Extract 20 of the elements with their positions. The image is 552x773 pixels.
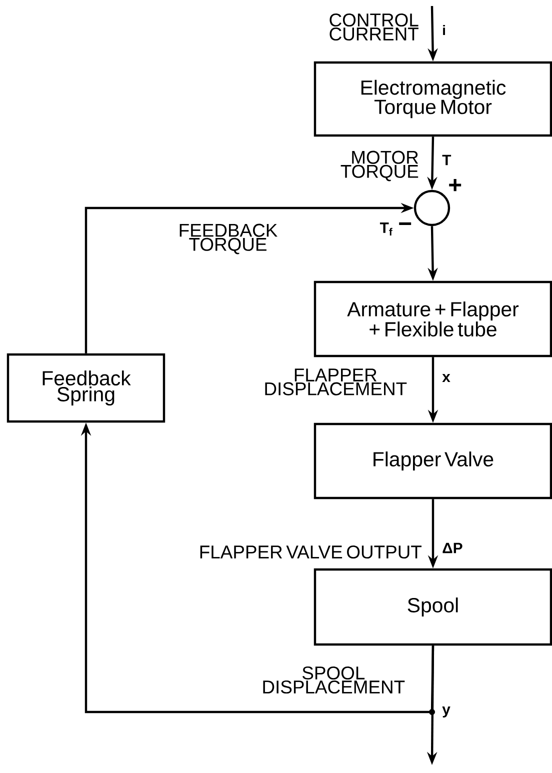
block-box: Armature + Flapper + Flexible tube xyxy=(314,280,552,358)
summing-junction xyxy=(414,190,450,226)
edge-label: SPOOL DISPLACEMENT xyxy=(263,666,405,694)
block-box: Feedback Spring xyxy=(6,353,166,423)
signal-label: T xyxy=(442,154,452,166)
signal-label: + xyxy=(449,179,462,192)
signal-label: − xyxy=(399,222,412,225)
edge-label: MOTOR TORQUE xyxy=(340,150,418,182)
block-box: Flapper Valve xyxy=(314,422,552,500)
signal-label: T$_{f}$ xyxy=(380,222,392,236)
edge-label: FLAPPER VALVE OUTPUT xyxy=(200,545,422,559)
edge-label: CONTROL CURRENT xyxy=(330,13,418,41)
signal-label: i xyxy=(443,24,445,36)
edge-label: FLAPPER DISPLACEMENT xyxy=(265,368,407,396)
signal-label: x xyxy=(442,374,450,382)
signal-label: y xyxy=(442,706,450,718)
block-box: Electromagnetic Torque Motor xyxy=(314,61,552,137)
edge-label: FEEDBACK TORQUE xyxy=(180,224,278,254)
block-box: Spool xyxy=(314,568,552,646)
signal-label: ΔP xyxy=(442,542,462,554)
